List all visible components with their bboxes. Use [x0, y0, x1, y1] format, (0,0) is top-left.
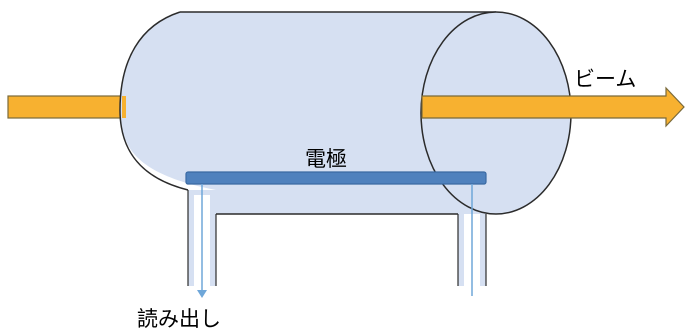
- readout-arrow-icon: [197, 290, 207, 298]
- beam-arrow-in: [7, 95, 125, 119]
- beam-arrow-out: [421, 86, 685, 128]
- cylinder-left-cap: [119, 11, 189, 191]
- electrode-bar: [185, 171, 487, 185]
- readout-label: 読み出し: [137, 307, 221, 331]
- beam-label: ビーム: [574, 67, 636, 91]
- beam-inner: [122, 96, 126, 118]
- electrode-label: 電極: [305, 147, 347, 171]
